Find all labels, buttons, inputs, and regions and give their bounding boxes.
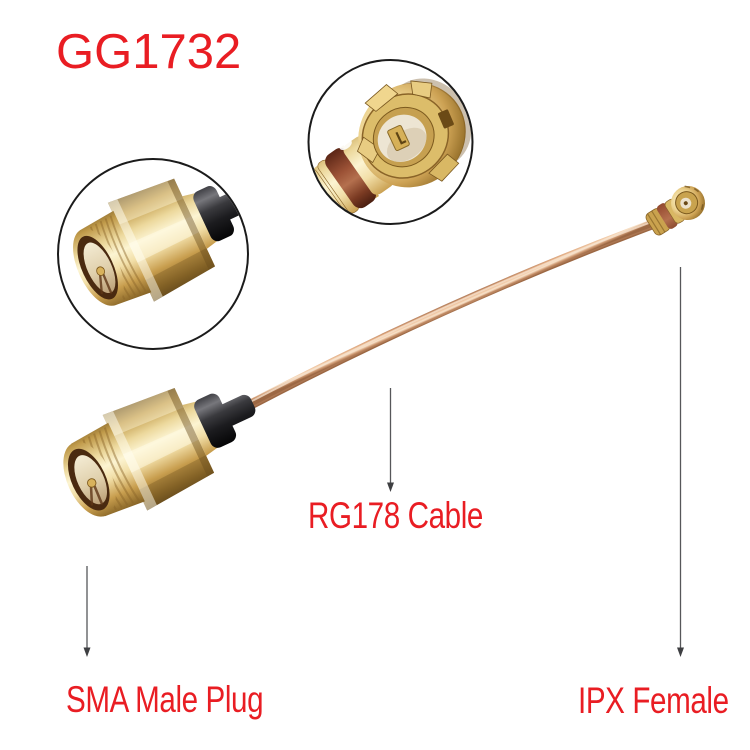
callout-arrowheads — [83, 482, 684, 657]
callout-label-sma-male-plug: SMA Male Plug — [66, 679, 264, 720]
rg178-cable — [243, 218, 659, 412]
inset-ring-left — [57, 158, 249, 350]
arrowhead-cable-icon — [387, 482, 394, 492]
ipx-female-connector — [645, 185, 705, 236]
arrowhead-sma-icon — [83, 647, 91, 657]
callout-label-ipx-female: IPX Female — [578, 680, 729, 721]
inset-sma-closeup — [57, 158, 249, 350]
product-sku: GG1732 — [56, 25, 242, 79]
arrowhead-ipx-icon — [677, 647, 684, 657]
inset-ring-top — [307, 59, 474, 225]
main-product-photo — [45, 185, 705, 538]
callout-arrows — [86, 267, 682, 649]
callout-label-cable: RG178 Cable — [308, 495, 483, 536]
inset-ipx-closeup — [307, 59, 474, 225]
sma-male-connector — [45, 354, 277, 538]
